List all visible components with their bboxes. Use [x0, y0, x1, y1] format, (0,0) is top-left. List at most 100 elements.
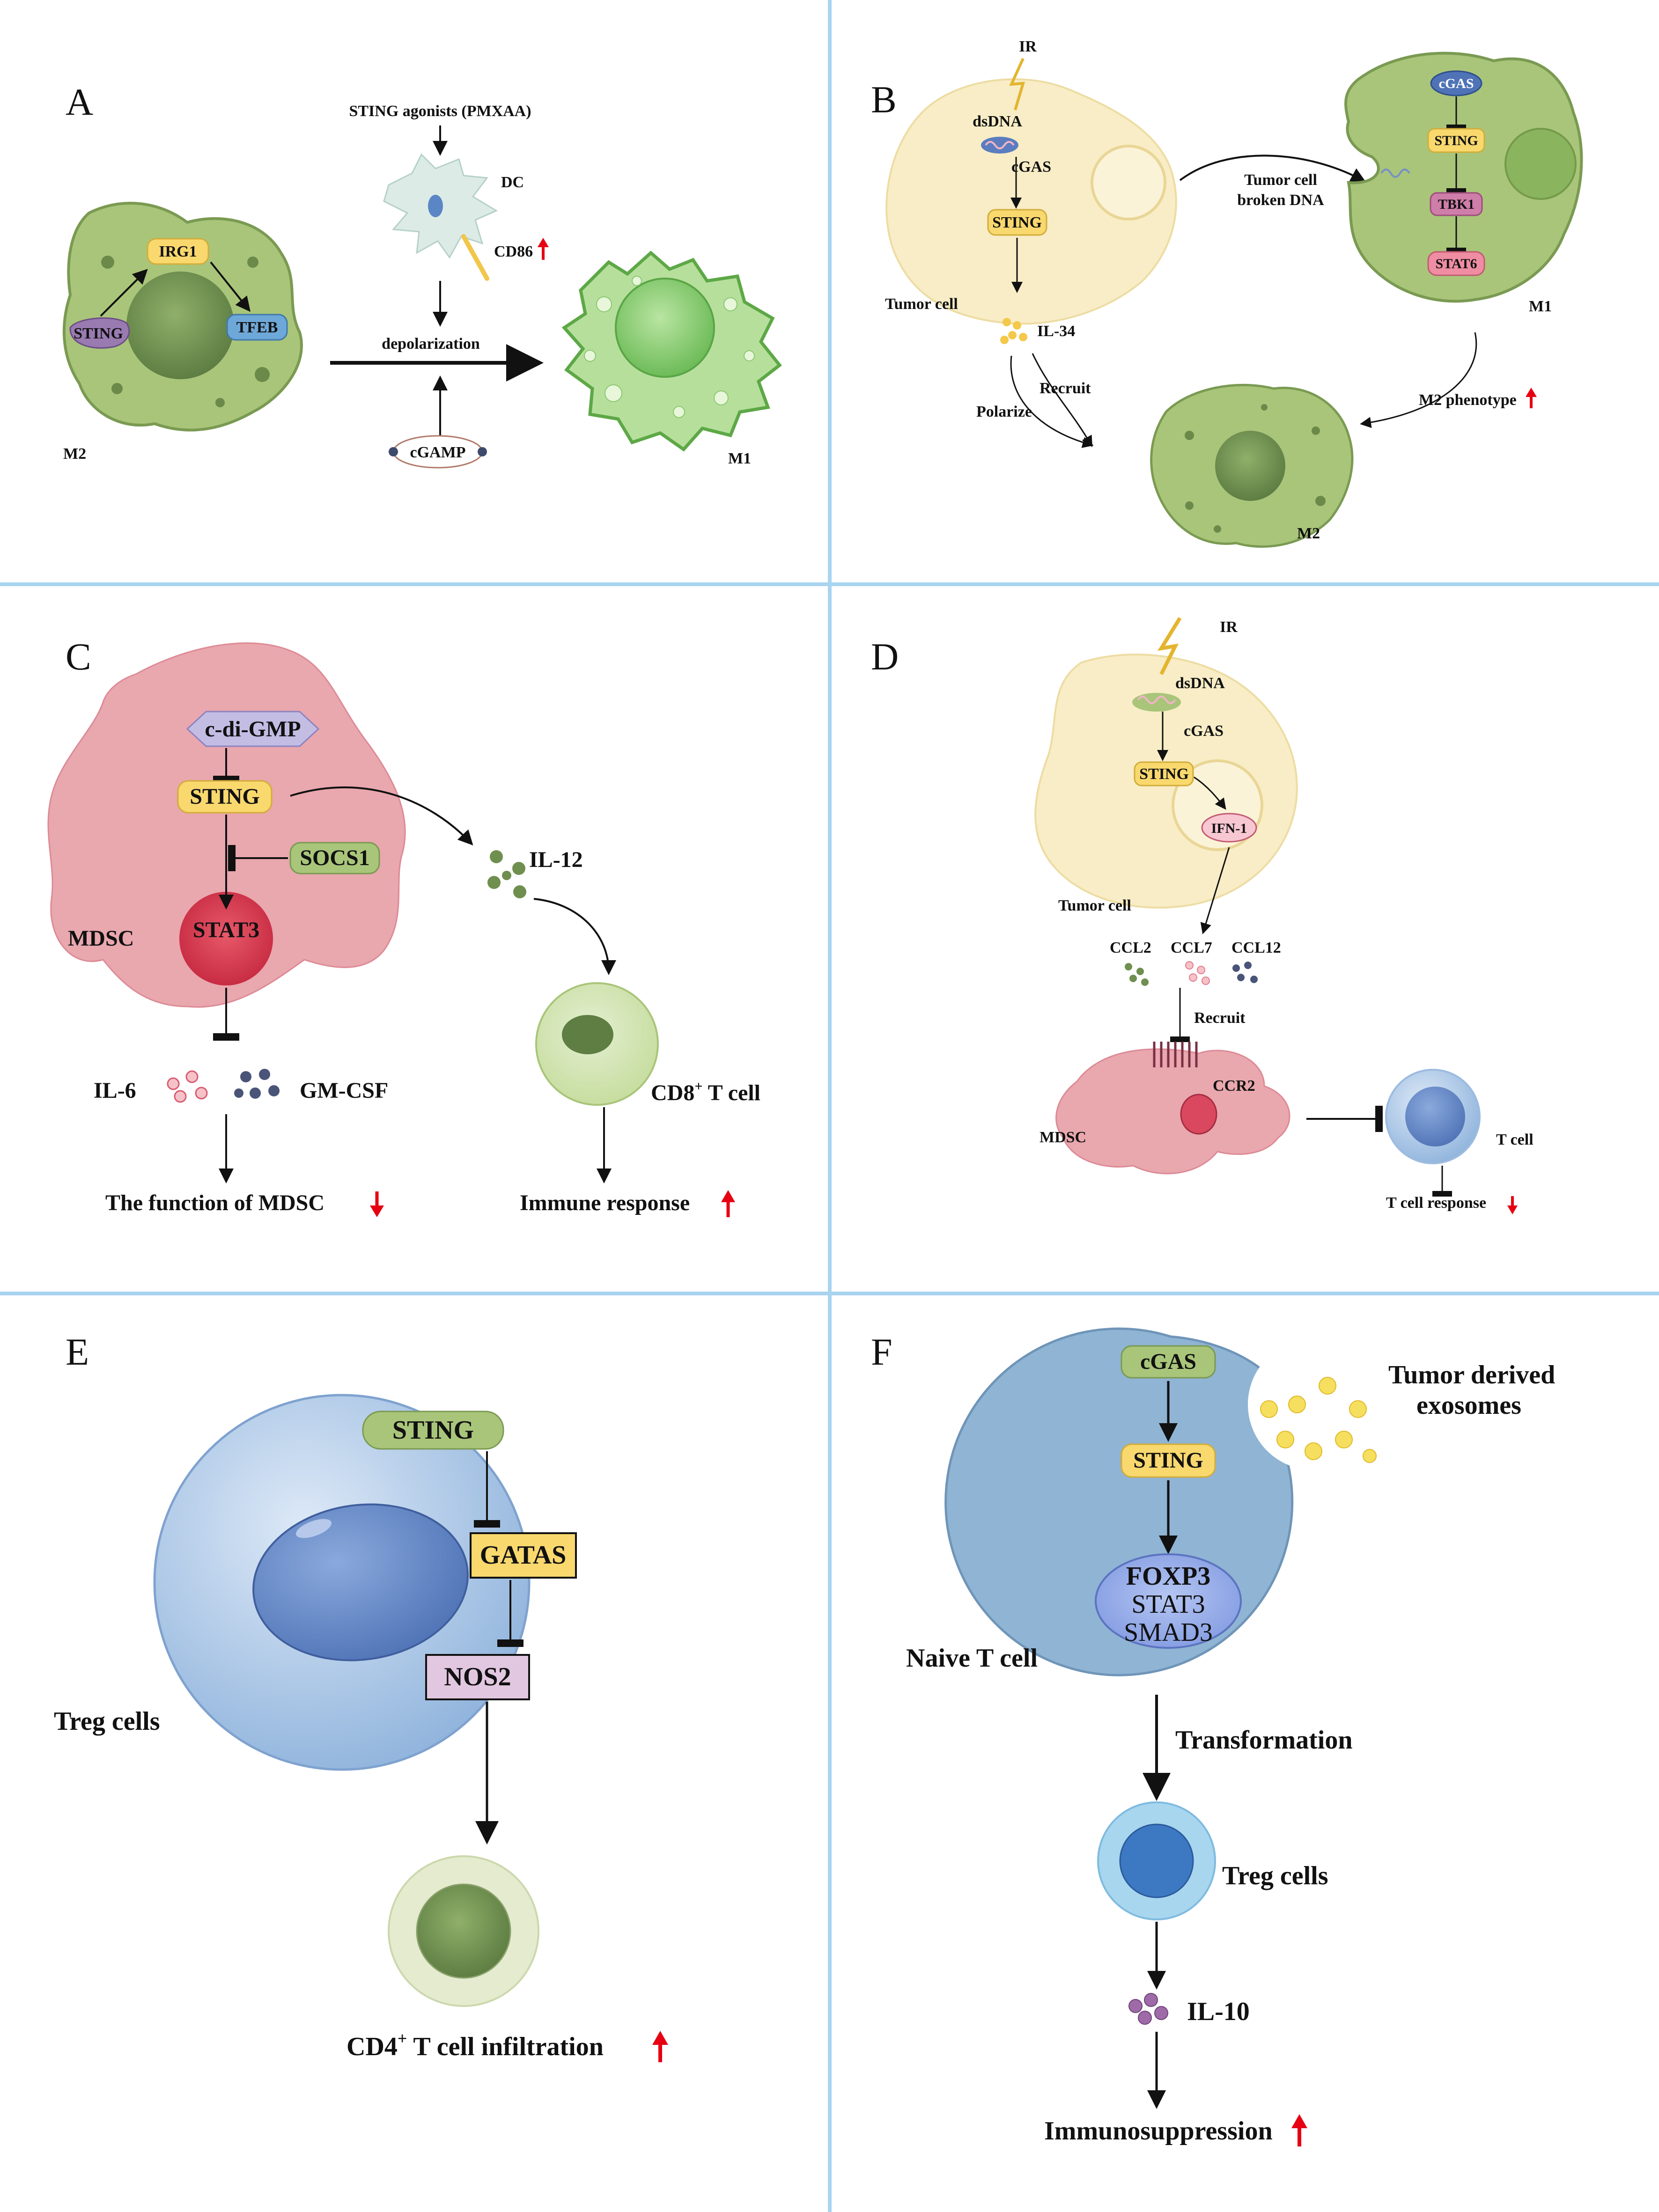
stat6-node: [1427, 251, 1485, 276]
dsdna-label-d: dsDNA: [1175, 675, 1225, 692]
polarize-label: Polarize: [976, 403, 1032, 420]
cgas-label-f: cGAS: [1140, 1349, 1196, 1374]
t-cell-response-down-arrow: [1507, 1196, 1518, 1214]
ifn1-node: [1201, 813, 1257, 843]
m1-macrophage-b: [1344, 51, 1583, 303]
exosome-dots: [1260, 1377, 1377, 1463]
sting-node-c: [177, 780, 273, 814]
cgas-label-m1: cGAS: [1439, 76, 1474, 91]
ccl7-dots: [1185, 961, 1210, 985]
il12-dots: [487, 850, 526, 898]
m1-nucleus: [615, 278, 715, 378]
panel-b: B IR dsDNA cGAS STING Tumor cell IL-34 R…: [871, 38, 1583, 548]
sting-node-a: [69, 317, 130, 349]
panel-c-tag: C: [66, 635, 91, 678]
treg-label-f: Treg cells: [1222, 1861, 1328, 1890]
panel-a-tag: A: [66, 81, 93, 123]
dc-nucleus: [428, 195, 443, 217]
ccl2-label: CCL2: [1110, 939, 1151, 956]
gatas-node: [470, 1532, 577, 1579]
ccl12-dots: [1232, 962, 1258, 983]
m2-label-a: M2: [63, 445, 86, 463]
il12-to-cd8-arrow: [533, 898, 616, 975]
tumor-cell-label-b: Tumor cell: [885, 295, 958, 313]
ccl7-label: CCL7: [1171, 939, 1212, 956]
nos2-node: [425, 1654, 530, 1700]
stat6-label: STAT6: [1436, 256, 1477, 272]
sting-label-b: STING: [992, 214, 1042, 231]
t-cell-label-d: T cell: [1496, 1131, 1534, 1148]
tfeb-node: [226, 314, 288, 341]
sting-label-f: STING: [1133, 1448, 1203, 1473]
immune-response-up-arrow: [721, 1190, 735, 1217]
recruit-arrow-b: [1032, 353, 1092, 448]
panel-e: E STING GATAS NOS2 Treg cells CD4+ T cel…: [54, 1330, 668, 2062]
treg-nucleus-f: [1119, 1823, 1194, 1898]
sting-to-ifn1-arrow: [1194, 776, 1226, 810]
sting-node-m1: [1427, 128, 1485, 153]
broken-dna-label-2: broken DNA: [1237, 191, 1324, 209]
tumor-cell-label-d: Tumor cell: [1058, 897, 1131, 914]
mdsc-label-c: MDSC: [68, 926, 134, 951]
recruit-label-d: Recruit: [1194, 1009, 1246, 1027]
m2-phenotype-up-arrow: [1526, 388, 1537, 408]
dsdna-label-b: dsDNA: [973, 113, 1022, 130]
sting-agonist-label: STING agonists (PMXAA): [349, 103, 531, 120]
m1-label-b: M1: [1529, 298, 1552, 315]
cd8-label: CD8+ T cell: [651, 1079, 760, 1105]
sting-node-e: [362, 1411, 504, 1450]
gmcsf-label: GM-CSF: [300, 1078, 388, 1103]
naive-label: Naive T cell: [906, 1644, 1038, 1673]
stat3-label-c: STAT3: [193, 918, 259, 942]
ir-label-d: IR: [1220, 618, 1238, 636]
tumor-nucleus-b: [1091, 145, 1166, 220]
sting-label-e: STING: [392, 1416, 474, 1445]
mdsc-function-label: The function of MDSC: [105, 1191, 324, 1215]
cd4-nucleus: [416, 1883, 511, 1979]
m2-nucleus-b: [1215, 431, 1285, 501]
cd8-nucleus: [562, 1015, 613, 1054]
sting-label-c: STING: [190, 784, 259, 809]
cd4-infiltration-label: CD4+ T cell infiltration: [347, 2029, 604, 2061]
il10-label: IL-10: [1187, 1997, 1250, 2026]
sting-node-b: [987, 209, 1047, 236]
foxp3-label: FOXP3: [1126, 1562, 1210, 1591]
foxp3-complex: [1095, 1553, 1242, 1649]
broken-dna-fragment: [1380, 169, 1410, 178]
m2-nucleus: [126, 272, 234, 379]
ccr2-receptors: [1153, 1042, 1198, 1067]
panel-b-tag: B: [871, 78, 897, 121]
ir-lightning-icon-d: [1157, 617, 1182, 675]
gatas-label: GATAS: [480, 1541, 567, 1570]
polarize-arrow: [1010, 355, 1094, 448]
ccl2-dots: [1125, 963, 1149, 986]
ifn1-to-ccl-arrow: [1200, 847, 1230, 934]
mdsc-nucleus-d: [1180, 1094, 1217, 1135]
immunosuppression-up-arrow: [1291, 2114, 1307, 2146]
treg-nucleus-e: [252, 1503, 469, 1661]
cgas-node-f: [1121, 1345, 1216, 1379]
panel-f: F Tumor derived exosomes cGAS STING FOXP…: [871, 1327, 1555, 2146]
immune-response-label: Immune response: [520, 1191, 690, 1215]
t-cell-response-label: T cell response: [1386, 1194, 1486, 1212]
m1-vesicles: [584, 276, 755, 418]
sting-node-f: [1121, 1443, 1216, 1478]
recruit-label-b: Recruit: [1040, 380, 1091, 397]
irg1-label: IRG1: [159, 243, 197, 260]
t-cell-nucleus-d: [1405, 1087, 1465, 1146]
il10-dots: [1128, 1993, 1168, 2025]
cd4-infiltration-up-arrow: [652, 2031, 668, 2062]
cgas-node-m1: [1430, 70, 1482, 96]
panel-a: A IRG1 STING TFEB M2 STING agonists (PMX…: [62, 81, 782, 469]
socs1-node: [289, 842, 380, 875]
mdsc-label-d: MDSC: [1040, 1129, 1086, 1146]
sting-node-d: [1134, 761, 1194, 786]
broken-dna-label-1: Tumor cell: [1244, 171, 1317, 189]
tbk1-node: [1430, 192, 1483, 216]
sting-label-m1: STING: [1434, 133, 1478, 148]
il6-label: IL-6: [94, 1078, 136, 1103]
exosomes-label-2: exosomes: [1416, 1391, 1521, 1420]
treg-label-e: Treg cells: [54, 1707, 160, 1736]
